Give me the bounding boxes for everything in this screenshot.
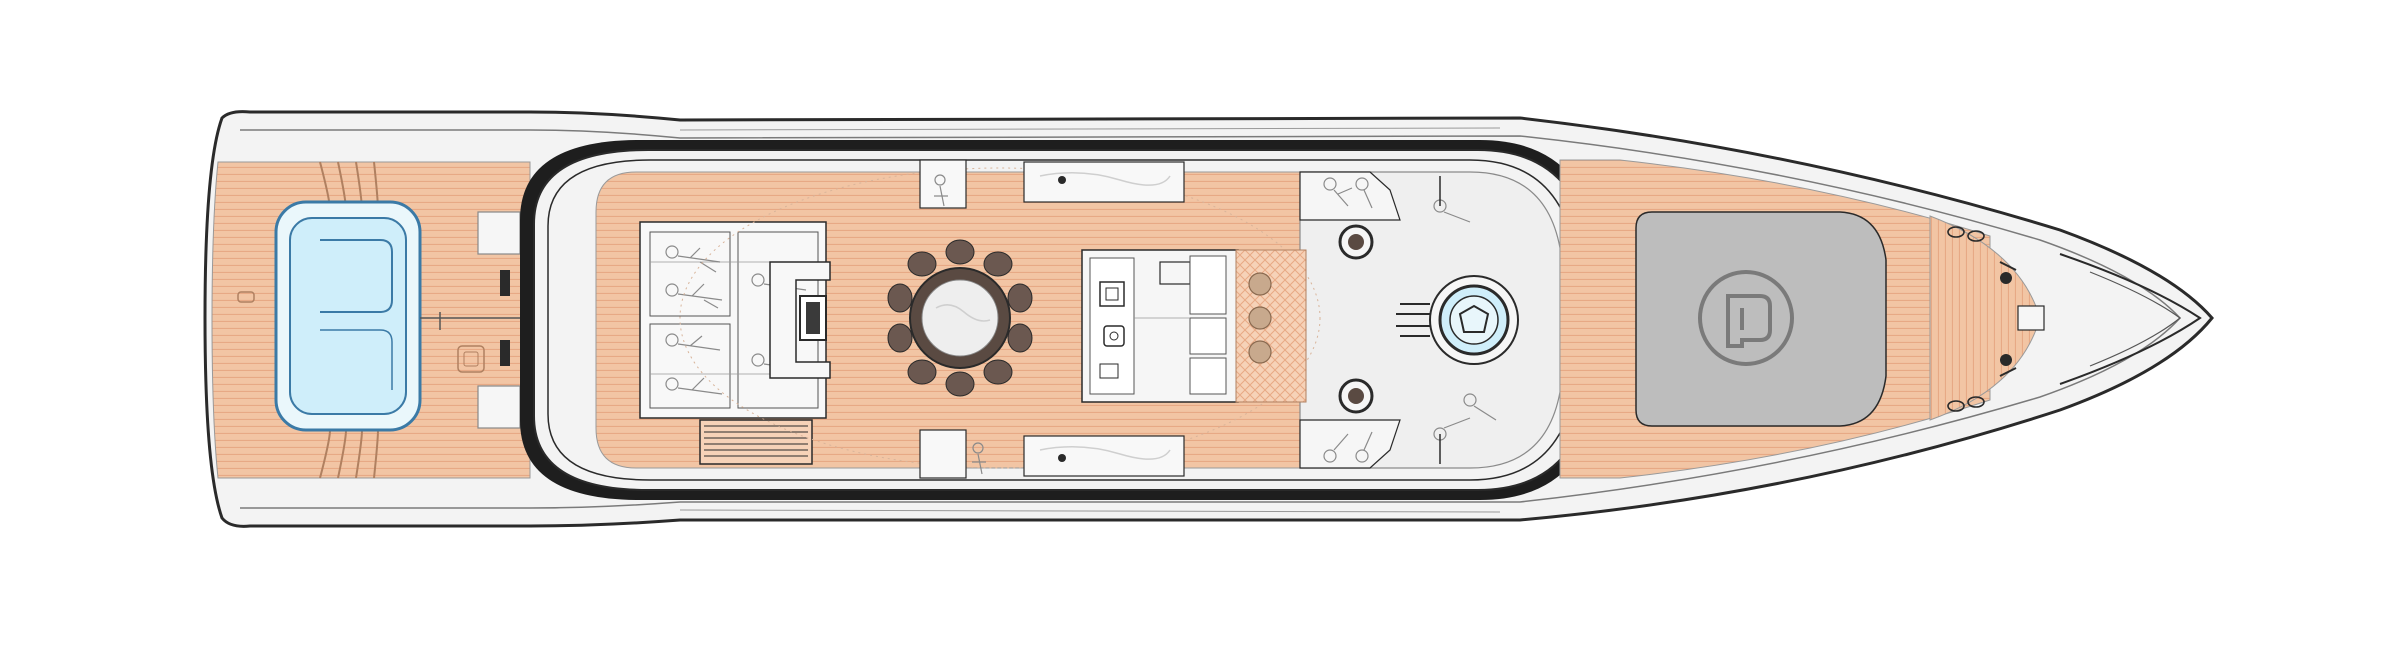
- aft-locker-bottom: [477, 385, 521, 429]
- aft-step-block-inner: [463, 351, 479, 367]
- aft-steps-bottom: [319, 429, 379, 479]
- sundeck-stair: [699, 419, 813, 465]
- round-table-top: [1338, 224, 1374, 260]
- sun-lounger-icon: [639, 221, 827, 419]
- aft-deck: [211, 161, 580, 479]
- dining-table-icon: [887, 239, 1033, 397]
- lounger-notch: [769, 261, 831, 379]
- forward-sofa-top: [1299, 171, 1471, 223]
- daybed-top-row: [919, 159, 1185, 209]
- round-table-bottom: [1338, 378, 1374, 414]
- daybed-bottom-row: [919, 429, 1185, 479]
- windlass: [2000, 272, 2012, 366]
- gunwale-line-bottom: [679, 509, 1501, 513]
- aft-step-block: [457, 345, 485, 373]
- mooring-cleat-icon: [1947, 226, 1985, 412]
- rail-post-1: [500, 270, 510, 296]
- pool-icon: [274, 200, 422, 432]
- bow-tip-inner: [2089, 271, 2181, 367]
- forward-sofa-bottom: [1299, 393, 1497, 469]
- bar-stools: [1248, 272, 1272, 364]
- bar-floor-pattern: [1235, 249, 1307, 403]
- bow-locker: [2017, 305, 2045, 331]
- foredeck: [1559, 159, 2045, 479]
- deck-awning-trace: [679, 167, 1321, 469]
- bar-counter-icon: [1081, 249, 1239, 403]
- tender-cover: [1635, 211, 1887, 427]
- bow-tip: [2059, 253, 2202, 385]
- sundeck-outline: [547, 159, 1575, 481]
- anchor-chain-guides: [1999, 261, 2017, 377]
- tender-cover-logo-icon: [1698, 270, 1794, 366]
- aft-locker-top: [477, 211, 521, 255]
- spiral-stair-icon: [1396, 275, 1519, 365]
- rail-post-2: [500, 340, 510, 366]
- aft-hatch: [237, 291, 255, 303]
- side-table-top: [806, 302, 820, 334]
- gunwale-line-top: [679, 127, 1501, 131]
